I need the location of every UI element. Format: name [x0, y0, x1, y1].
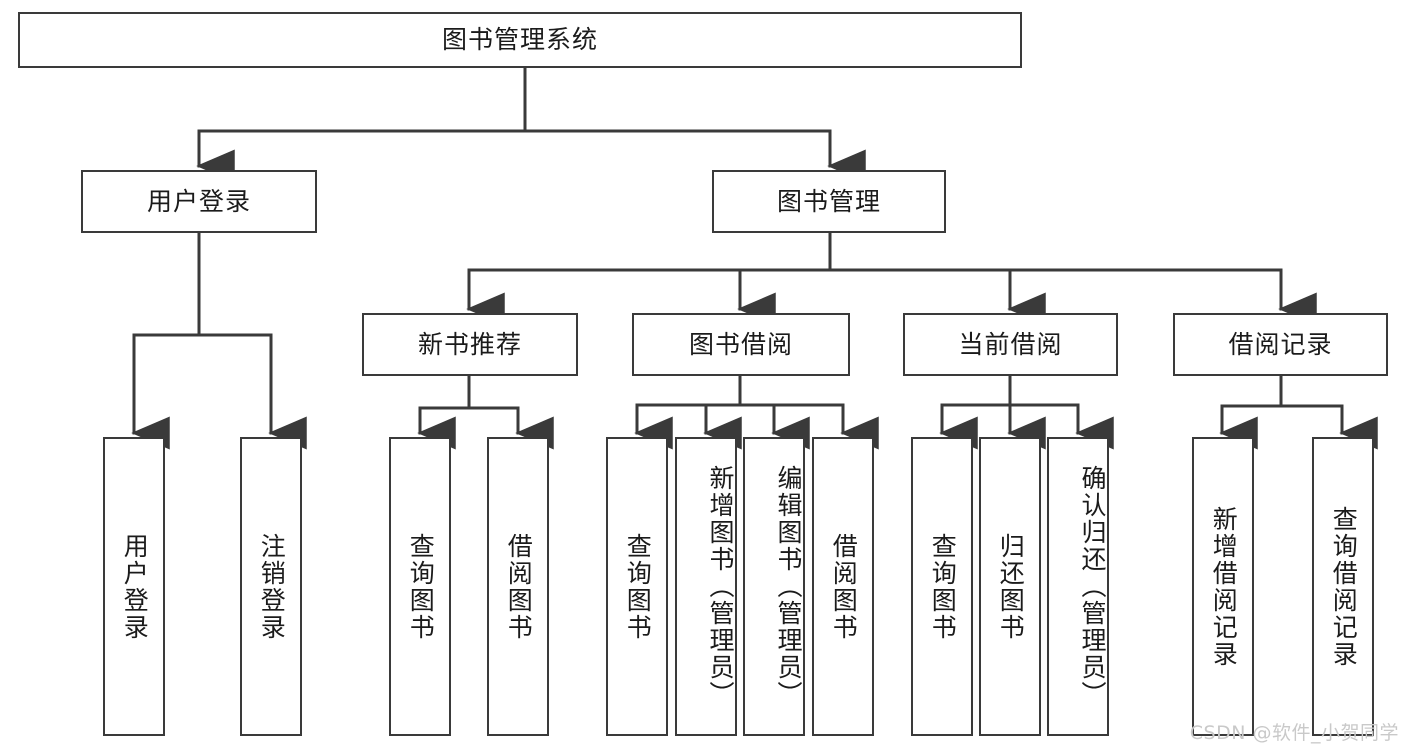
node-new-book-recommend-label: 新书推荐 — [417, 329, 522, 359]
node-current-borrow-label: 当前借阅 — [958, 329, 1063, 359]
node-leaf-user-logout-label: 注销登录 — [257, 532, 287, 641]
node-new-book-recommend[interactable]: 新书推荐 — [362, 313, 578, 376]
node-root[interactable]: 图书管理系统 — [18, 12, 1022, 68]
node-leaf-query-book-1-label: 查询图书 — [406, 532, 436, 641]
node-leaf-query-book-3-label: 查询图书 — [928, 532, 958, 641]
node-book-borrow[interactable]: 图书借阅 — [632, 313, 850, 376]
node-leaf-borrow-book-1-label: 借阅图书 — [504, 532, 534, 641]
node-leaf-add-book[interactable]: 新增图书（管理员） — [675, 437, 737, 736]
node-leaf-query-record[interactable]: 查询借阅记录 — [1312, 437, 1374, 736]
node-leaf-edit-book-label: 编辑图书（管理员） — [774, 465, 803, 708]
node-leaf-borrow-book-1[interactable]: 借阅图书 — [487, 437, 549, 736]
node-book-manage-label: 图书管理 — [776, 186, 881, 216]
node-leaf-confirm-return-label: 确认归还（管理员） — [1078, 465, 1107, 708]
node-leaf-add-record-label: 新增借阅记录 — [1209, 505, 1239, 668]
node-leaf-add-record[interactable]: 新增借阅记录 — [1192, 437, 1254, 736]
node-leaf-return-book[interactable]: 归还图书 — [979, 437, 1041, 736]
node-leaf-confirm-return[interactable]: 确认归还（管理员） — [1047, 437, 1109, 736]
node-leaf-borrow-book-2-label: 借阅图书 — [829, 532, 859, 641]
node-user-login[interactable]: 用户登录 — [81, 170, 317, 233]
node-book-borrow-label: 图书借阅 — [688, 329, 793, 359]
node-leaf-user-login-label: 用户登录 — [120, 532, 150, 641]
node-leaf-borrow-book-2[interactable]: 借阅图书 — [812, 437, 874, 736]
node-leaf-user-login[interactable]: 用户登录 — [103, 437, 165, 736]
watermark: CSDN @软件_小贺同学 — [1189, 722, 1399, 744]
node-leaf-query-book-3[interactable]: 查询图书 — [911, 437, 973, 736]
node-leaf-query-book-1[interactable]: 查询图书 — [389, 437, 451, 736]
node-leaf-user-logout[interactable]: 注销登录 — [240, 437, 302, 736]
node-leaf-add-book-label: 新增图书（管理员） — [706, 465, 735, 708]
node-current-borrow[interactable]: 当前借阅 — [903, 313, 1118, 376]
node-borrow-record[interactable]: 借阅记录 — [1173, 313, 1388, 376]
node-user-login-label: 用户登录 — [146, 186, 251, 216]
node-borrow-record-label: 借阅记录 — [1228, 329, 1333, 359]
node-root-label: 图书管理系统 — [441, 25, 598, 55]
node-leaf-edit-book[interactable]: 编辑图书（管理员） — [743, 437, 805, 736]
node-leaf-query-book-2-label: 查询图书 — [623, 532, 653, 641]
node-leaf-query-record-label: 查询借阅记录 — [1329, 505, 1359, 668]
node-leaf-return-book-label: 归还图书 — [996, 532, 1026, 641]
node-leaf-query-book-2[interactable]: 查询图书 — [606, 437, 668, 736]
node-book-manage[interactable]: 图书管理 — [712, 170, 946, 233]
